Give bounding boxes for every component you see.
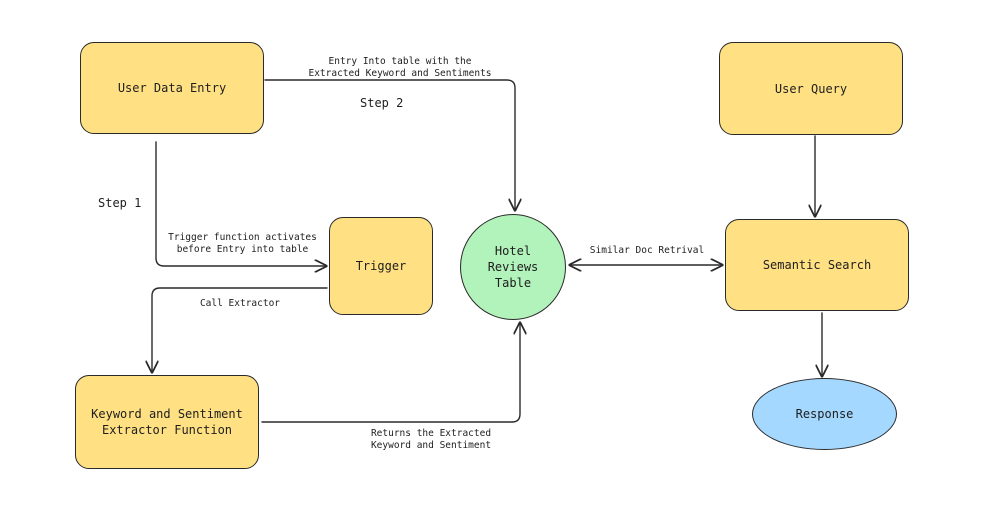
edge-trigger-to-extractor [152, 287, 328, 372]
step-1-label: Step 1 [98, 196, 142, 210]
trigger-function-label: Trigger function activates before Entry … [168, 232, 317, 255]
entry-into-table-label: Entry Into table with the Extracted Keyw… [308, 56, 492, 79]
hotel-reviews-table-node[interactable]: Hotel Reviews Table [460, 214, 566, 320]
step-2-label: Step 2 [360, 96, 404, 110]
call-extractor-label: Call Extractor [199, 298, 281, 309]
trigger-box[interactable]: Trigger [329, 217, 433, 315]
user-data-entry-box[interactable]: User Data Entry [80, 42, 264, 134]
semantic-search-box[interactable]: Semantic Search [725, 219, 909, 311]
extractor-function-box[interactable]: Keyword and Sentiment Extractor Function [75, 375, 259, 469]
edge-entry-to-table [264, 79, 515, 210]
response-node[interactable]: Response [752, 378, 897, 450]
edge-extractor-to-table [261, 323, 520, 423]
user-query-box[interactable]: User Query [719, 42, 903, 135]
edge-entry-to-trigger [155, 141, 326, 266]
similar-doc-retrieval-label: Similar Doc Retrival [589, 245, 705, 256]
returns-extracted-label: Returns the Extracted Keyword and Sentim… [370, 428, 492, 451]
